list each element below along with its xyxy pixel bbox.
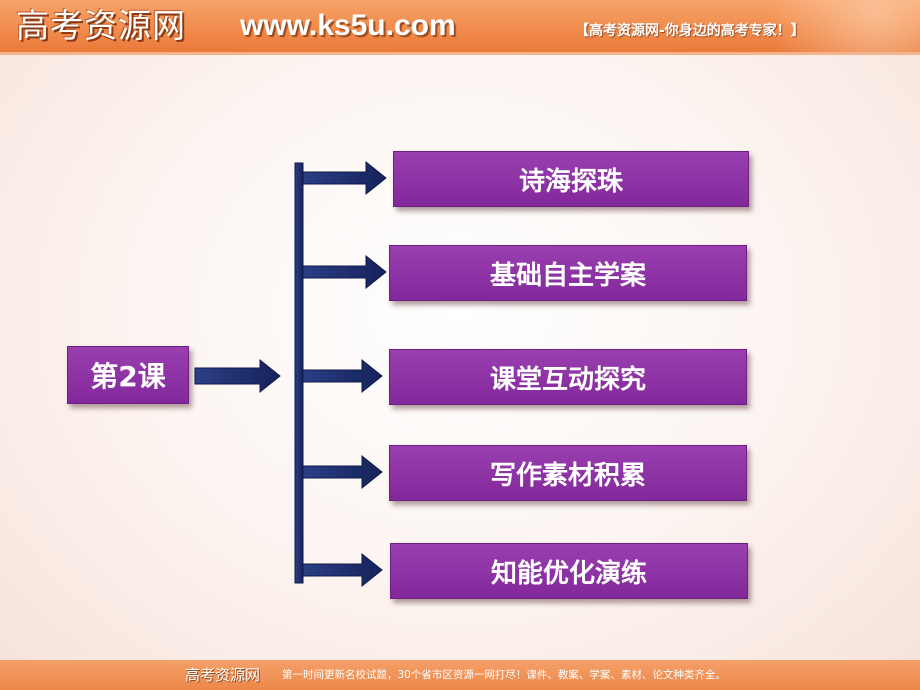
branch-arrow-5 [302,552,383,588]
header-decoration [700,0,920,52]
site-url[interactable]: www.ks5u.com [240,9,456,42]
header-slogan: 【高考资源网-你身边的高考专家！】 [575,23,805,39]
branch-arrow-1 [302,160,387,196]
trunk-line [294,162,304,584]
menu-box-self-study[interactable]: 基础自主学案 [389,245,747,301]
menu-box-poetry[interactable]: 诗海探珠 [393,151,749,207]
header-divider [0,52,920,55]
branch-arrow-2 [302,254,387,290]
footer-tagline: 第一时间更新名校试题，30个省市区资源一网打尽！课件、教案、学案、素材、论文种类… [282,669,726,681]
branch-arrow-3 [302,358,383,394]
menu-box-practice[interactable]: 知能优化演练 [390,543,748,599]
menu-box-writing[interactable]: 写作素材积累 [389,445,747,501]
branch-arrow-4 [302,454,383,490]
menu-box-classroom[interactable]: 课堂互动探究 [389,349,747,405]
root-box-lesson[interactable]: 第2课 [67,346,189,404]
root-arrow [194,358,281,394]
footer-logo[interactable]: 高考资源网 [185,666,261,684]
site-logo[interactable]: 高考资源网 [16,6,186,45]
footer-banner: 高考资源网 第一时间更新名校试题，30个省市区资源一网打尽！课件、教案、学案、素… [0,660,920,690]
header-banner: 高考资源网 www.ks5u.com 【高考资源网-你身边的高考专家！】 [0,0,920,52]
